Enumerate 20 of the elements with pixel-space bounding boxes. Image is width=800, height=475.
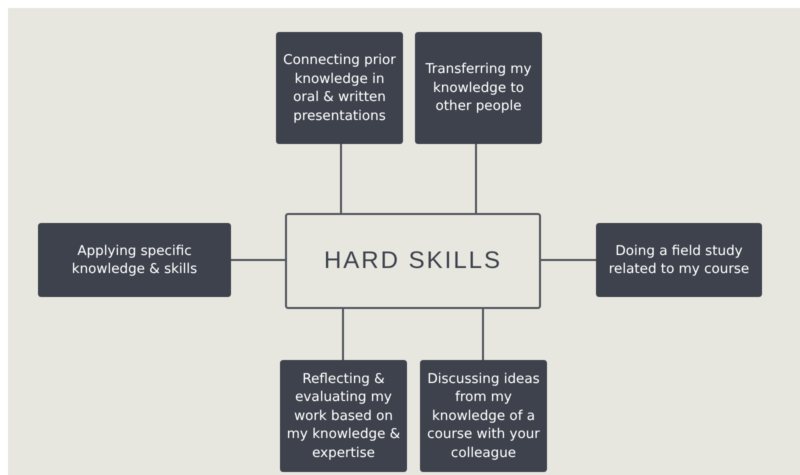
skill-box — [276, 32, 403, 144]
central-box — [285, 213, 541, 309]
skill-box — [420, 360, 547, 472]
connector-line — [342, 309, 344, 360]
connector-line — [340, 144, 342, 213]
node-text: Discussing ideas from my knowledge of a course with your colleague — [426, 370, 541, 462]
connector-line — [475, 144, 477, 213]
connector-line — [482, 309, 484, 360]
node-text: HARD SKILLS — [324, 247, 502, 275]
node-text: Connecting prior knowledge in oral & written presentations — [282, 51, 397, 125]
skill-box — [596, 223, 762, 297]
skill-box — [415, 32, 542, 144]
node-text: Doing a field study related to my course — [608, 242, 750, 278]
connector-line — [541, 259, 596, 261]
skill-box — [38, 223, 231, 297]
node-text: Reflecting & evaluating my work based on my knowledge & expertise — [286, 370, 402, 462]
node-text: Transferring my knowledge to other people — [424, 60, 532, 116]
connector-line — [231, 259, 285, 261]
node-text: Applying specific knowledge & skills — [70, 242, 198, 278]
skill-box — [280, 360, 407, 472]
